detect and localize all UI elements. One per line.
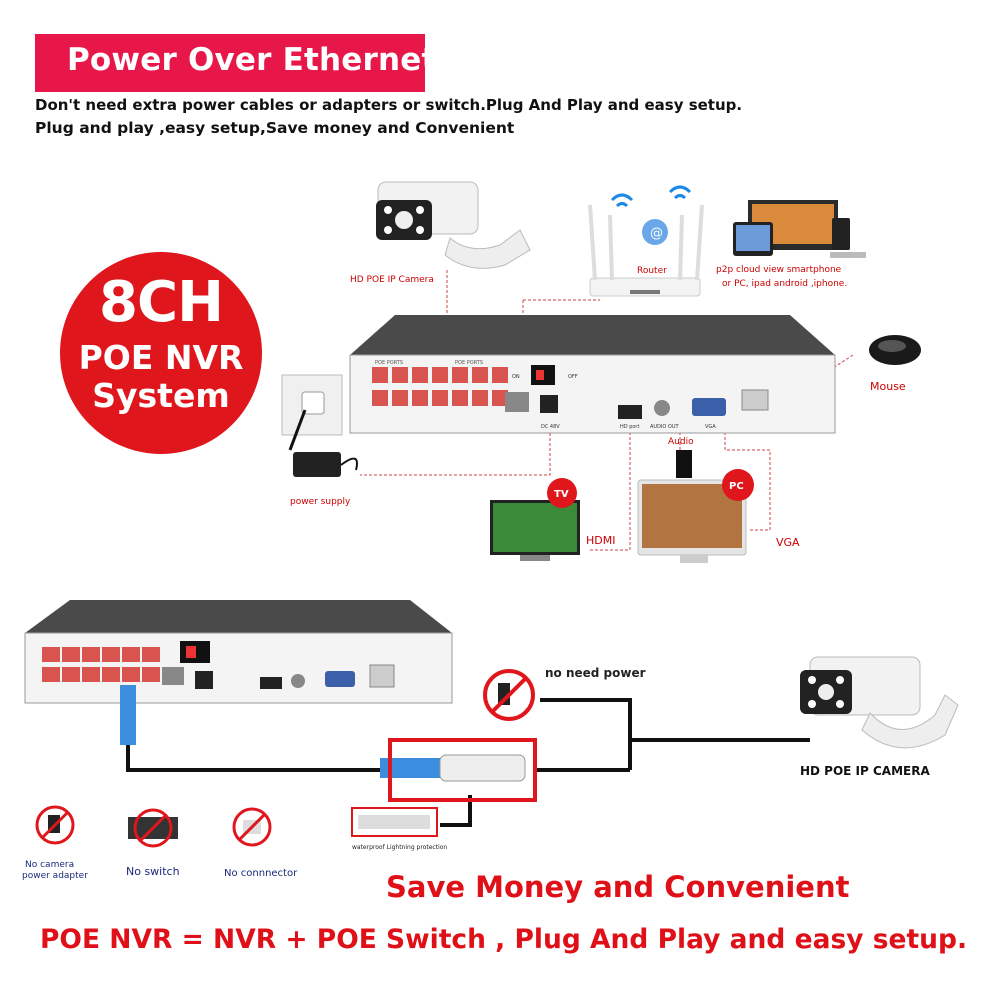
mouse-label: Mouse bbox=[870, 380, 906, 393]
pc-tag: PC bbox=[729, 481, 744, 492]
waterproof-label: waterproof Lightning protection bbox=[352, 844, 447, 851]
power-outlet-icon bbox=[281, 374, 343, 451]
vga-label: VGA bbox=[776, 536, 800, 549]
wifi-icon bbox=[610, 185, 692, 208]
no-power-icon bbox=[483, 669, 535, 721]
no-connector-label: No connnector bbox=[224, 868, 298, 879]
poe-ports-label-1: POE PORTS bbox=[375, 360, 403, 366]
no-need-power-label: no need power bbox=[545, 666, 646, 680]
nvr-device bbox=[349, 315, 836, 434]
svg-text:@: @ bbox=[650, 226, 663, 241]
audio-label: Audio bbox=[668, 437, 694, 447]
camera-label: HD POE IP Camera bbox=[350, 275, 434, 285]
no-switch-label: No switch bbox=[126, 865, 180, 878]
badge-line-2: POE NVR bbox=[78, 338, 244, 377]
rj45-plug-icon bbox=[120, 685, 136, 745]
power-supply-icon bbox=[293, 452, 358, 477]
p2p-label-1: p2p cloud view smartphone bbox=[716, 265, 842, 275]
off-label: OFF bbox=[568, 374, 578, 380]
audio-out-label: AUDIO OUT bbox=[650, 424, 680, 430]
speaker-icon bbox=[676, 450, 692, 478]
pc-monitor-icon bbox=[637, 469, 754, 563]
devices-icon bbox=[733, 200, 866, 258]
no-connector-icon bbox=[232, 807, 272, 847]
p2p-label-2: or PC, ipad android ,iphone. bbox=[722, 279, 847, 289]
subtitle-line-1: Don't need extra power cables or adapter… bbox=[35, 96, 743, 114]
system-badge bbox=[60, 252, 262, 454]
waterproof-cap-icon bbox=[351, 807, 438, 837]
tv-icon bbox=[490, 478, 580, 561]
router-label: Router bbox=[637, 266, 667, 276]
no-adapter-label-1: No camera bbox=[25, 860, 74, 870]
poe-ports-label-2: POE PORTS bbox=[455, 360, 483, 366]
power-supply-label: power supply bbox=[290, 497, 351, 507]
no-switch-icon bbox=[128, 808, 178, 848]
ip-camera-icon-bottom bbox=[800, 656, 959, 749]
header-banner: Power Over Ethernet bbox=[35, 34, 436, 92]
hd-port-label: HD port bbox=[620, 424, 639, 430]
router-icon: @ bbox=[588, 204, 704, 297]
hdmi-label: HDMI bbox=[586, 534, 615, 547]
vga-port-label: VGA bbox=[705, 424, 716, 430]
top-connection-diagram: HD POE IP Camera @ Router p2p cloud view… bbox=[281, 181, 921, 563]
badge-line-3: System bbox=[92, 376, 230, 415]
badge-channels: 8CH bbox=[99, 270, 224, 335]
tv-tag: TV bbox=[554, 489, 569, 500]
poe-connector-highlight bbox=[388, 738, 537, 802]
mouse-icon bbox=[869, 335, 921, 365]
nvr-device-bottom bbox=[24, 600, 453, 704]
banner-title: Power Over Ethernet bbox=[67, 42, 437, 78]
no-adapter-icon bbox=[35, 805, 75, 845]
dc-label: DC 48V bbox=[541, 424, 560, 430]
camera-label-bottom: HD POE IP CAMERA bbox=[800, 764, 930, 778]
no-adapter-label-2: power adapter bbox=[22, 871, 88, 881]
ip-camera-icon bbox=[376, 181, 531, 269]
bottom-connection-diagram: waterproof Lightning protection no need … bbox=[22, 600, 959, 881]
on-label: ON bbox=[512, 374, 520, 380]
footer-line-2: POE NVR = NVR + POE Switch , Plug And Pl… bbox=[40, 924, 968, 955]
subtitle-line-2: Plug and play ,easy setup,Save money and… bbox=[35, 119, 515, 137]
footer-line-1: Save Money and Convenient bbox=[386, 870, 850, 904]
